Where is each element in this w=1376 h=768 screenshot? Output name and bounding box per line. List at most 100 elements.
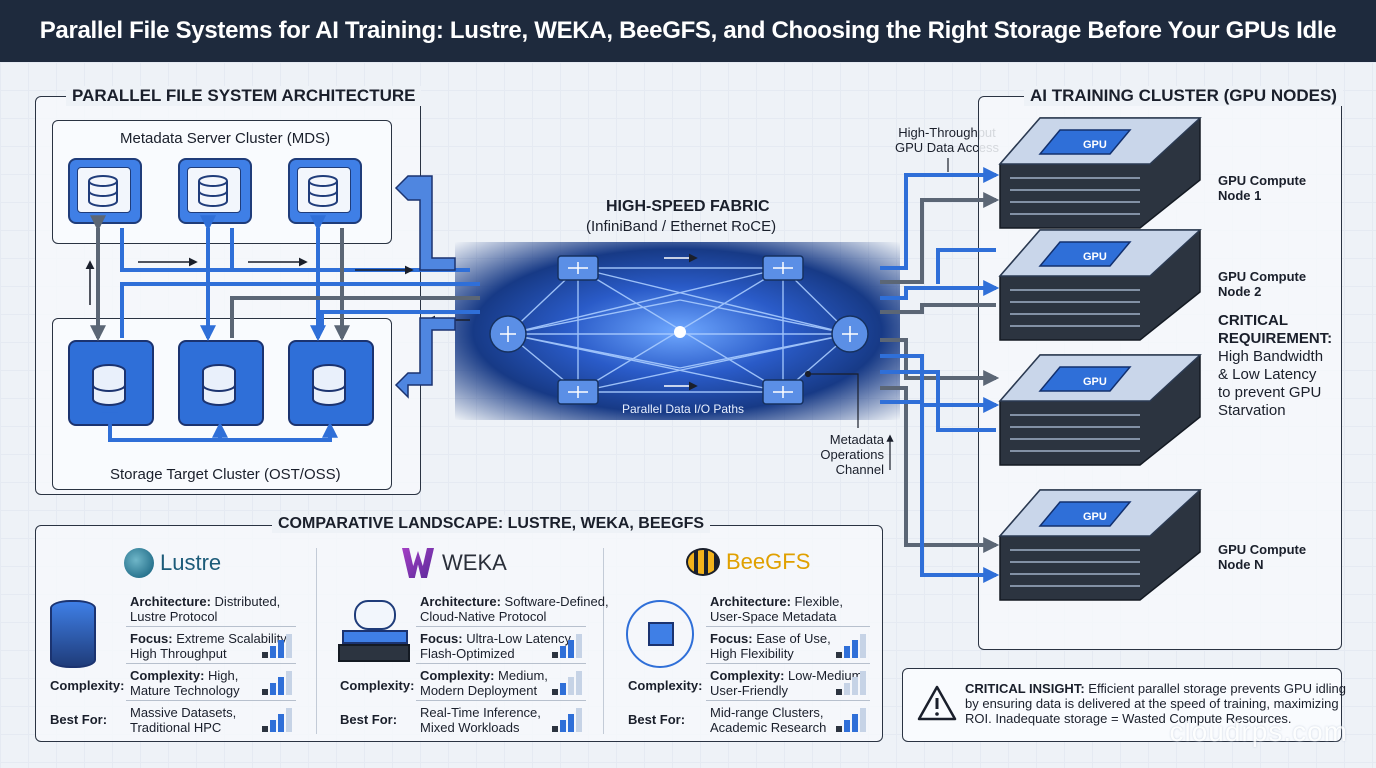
- lustre-bestfor: Massive Datasets, Traditional HPC: [130, 705, 236, 735]
- fabric-paths-label: Parallel Data I/O Paths: [622, 402, 745, 416]
- weka-complexity-bars: [552, 669, 584, 695]
- level-bar: [262, 652, 268, 658]
- weka-name: WEKA: [442, 550, 507, 575]
- lustre-focus-v1: Extreme Scalability,: [176, 631, 290, 646]
- lustre-architecture-v1: Distributed,: [214, 594, 281, 609]
- bee-icon: [686, 548, 720, 576]
- gpu-data-access-label: High-Throughput GPU Data Access: [892, 125, 1002, 155]
- level-bar: [560, 720, 566, 732]
- beegfs-row-separator-3: [706, 700, 870, 701]
- level-bar: [576, 708, 582, 732]
- lustre-row-separator-3: [126, 700, 296, 701]
- cluster-panel-title: AI TRAINING CLUSTER (GPU NODES): [1024, 86, 1343, 106]
- weka-cloud-storage-icon: [338, 600, 410, 664]
- level-bar: [568, 714, 574, 732]
- critical-requirement-line-2: & Low Latency: [1218, 366, 1317, 383]
- level-bar: [852, 677, 858, 695]
- beegfs-complexity: Complexity: Low-Medium, User-Friendly: [710, 668, 866, 698]
- beegfs-complexity-key: Complexity:: [710, 668, 785, 683]
- level-bar: [836, 689, 842, 695]
- level-bar: [568, 677, 574, 695]
- level-bar: [552, 652, 558, 658]
- beegfs-focus: Focus: Ease of Use, High Flexibility: [710, 631, 831, 661]
- metadata-channel-pointer: [804, 370, 894, 470]
- level-bar: [270, 683, 276, 695]
- beegfs-name: BeeGFS: [726, 549, 811, 574]
- lustre-complexity: Complexity: High, Mature Technology: [130, 668, 240, 698]
- metadata-channel-line-3: Channel: [835, 462, 884, 477]
- gpu-chip-labels: GPU GPU GPU GPU: [1083, 139, 1107, 523]
- database-icons-ost: [92, 364, 346, 406]
- lustre-complexity-row-label: Complexity:: [50, 678, 125, 693]
- metadata-server-2: [178, 158, 252, 224]
- lustre-bestfor-v2: Traditional HPC: [130, 720, 222, 735]
- lustre-complexity-key: Complexity:: [130, 668, 205, 683]
- weka-focus-v1: Ultra-Low Latency,: [466, 631, 574, 646]
- beegfs-focus-bars: [836, 632, 868, 658]
- lustre-complexity-v2: Mature Technology: [130, 683, 240, 698]
- lustre-focus-v2: High Throughput: [130, 646, 227, 661]
- level-bar: [860, 671, 866, 695]
- gpu-node-2-line-2: Node 2: [1218, 284, 1262, 299]
- gpu-node-n-label: GPU Compute Node N: [1218, 542, 1306, 572]
- lustre-swirl-icon: [124, 548, 154, 578]
- weka-bestfor-row-label: Best For:: [340, 712, 398, 727]
- gpu-node-1-line-1: GPU Compute: [1218, 173, 1307, 188]
- critical-insight-text: CRITICAL INSIGHT: Efficient parallel sto…: [965, 681, 1346, 726]
- level-bar: [286, 708, 292, 732]
- ost-cluster-label: Storage Target Cluster (OST/OSS): [110, 466, 341, 483]
- mds-ost-arrows: [85, 215, 480, 342]
- lustre-complexity-v1: High,: [208, 668, 239, 683]
- beegfs-row-separator-2: [706, 663, 870, 664]
- weka-complexity: Complexity: Medium, Modern Deployment: [420, 668, 548, 698]
- column-divider-1: [316, 548, 317, 734]
- metadata-server-3: [288, 158, 362, 224]
- weka-logo: WEKA: [402, 548, 507, 578]
- beegfs-complexity-v2: User-Friendly: [710, 683, 789, 698]
- lustre-focus: Focus: Extreme Scalability, High Through…: [130, 631, 289, 661]
- beegfs-row-separator-1: [706, 626, 870, 627]
- gpu-chip-label-3: GPU: [1083, 376, 1107, 388]
- beegfs-bestfor: Mid-range Clusters, Academic Research: [710, 705, 826, 735]
- gpu-node-n-line-2: Node N: [1218, 557, 1264, 572]
- level-bar: [552, 689, 558, 695]
- lustre-architecture-v2: Lustre Protocol: [130, 609, 218, 624]
- comparison-panel: [35, 525, 883, 742]
- lustre-complexity-bars: [262, 669, 294, 695]
- gpu-racks: [998, 117, 1202, 601]
- weka-complexity-v1: Medium,: [498, 668, 548, 683]
- weka-focus-key: Focus:: [420, 631, 463, 646]
- level-bar: [270, 720, 276, 732]
- gpu-node-n-line-1: GPU Compute: [1218, 542, 1307, 557]
- gpu-link-arrows: [880, 167, 1000, 583]
- beegfs-focus-v1: Ease of Use,: [756, 631, 831, 646]
- level-bar: [576, 634, 582, 658]
- gpu-node-2-line-1: GPU Compute: [1218, 269, 1307, 284]
- level-bar: [844, 646, 850, 658]
- database-icons-mds: [88, 175, 338, 207]
- weka-row-separator-2: [416, 663, 586, 664]
- level-bar: [836, 726, 842, 732]
- weka-bestfor: Real-Time Inference, Mixed Workloads: [420, 705, 541, 735]
- flow-direction-arrows: [138, 253, 698, 391]
- gpu-chip-label-2: GPU: [1083, 251, 1107, 263]
- gpu-chip-label-1: GPU: [1083, 139, 1107, 151]
- level-bar: [852, 640, 858, 658]
- level-bar: [270, 646, 276, 658]
- beegfs-bestfor-row-label: Best For:: [628, 712, 686, 727]
- weka-architecture: Architecture: Software-Defined, Cloud-Na…: [420, 594, 609, 624]
- level-bar: [576, 671, 582, 695]
- critical-insight-line-2: by ensuring data is delivered at the spe…: [965, 696, 1339, 711]
- weka-bestfor-v1: Real-Time Inference,: [420, 705, 541, 720]
- level-bar: [286, 671, 292, 695]
- gpu-node-2-label: GPU Compute Node 2: [1218, 269, 1306, 299]
- beegfs-focus-v2: High Flexibility: [710, 646, 794, 661]
- beegfs-network-icon: [626, 600, 694, 668]
- lustre-bestfor-v1: Massive Datasets,: [130, 705, 237, 720]
- critical-requirement: CRITICAL REQUIREMENT: High Bandwidth & L…: [1218, 312, 1332, 420]
- weka-bestfor-v2: Mixed Workloads: [420, 720, 520, 735]
- level-bar: [286, 634, 292, 658]
- lustre-logo: Lustre: [124, 548, 221, 578]
- beegfs-complexity-row-label: Complexity:: [628, 678, 703, 693]
- weka-bestfor-bars: [552, 706, 584, 732]
